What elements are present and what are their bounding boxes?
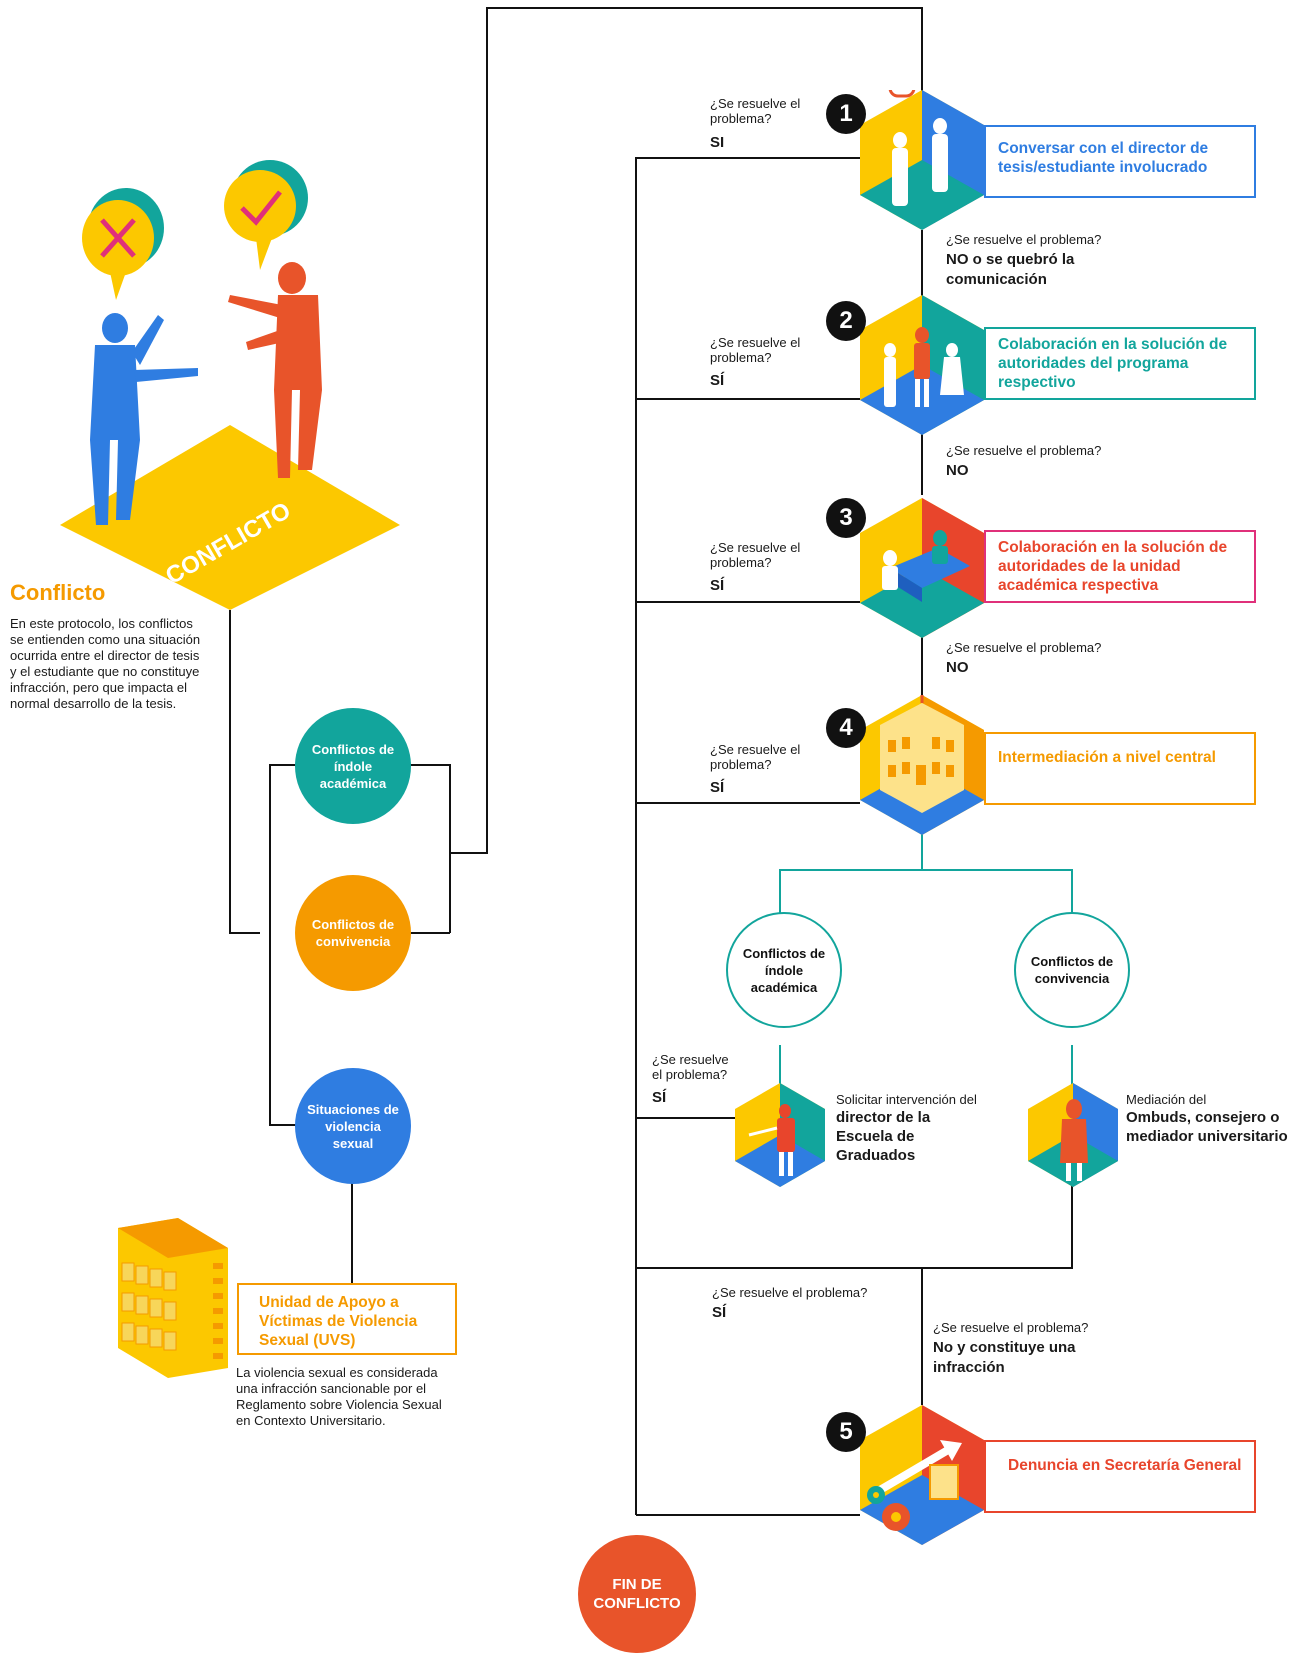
uvs-text: La violencia sexual es considerada una i… [236,1365,442,1428]
a-right-2: NO [946,462,969,479]
step2-illustration [860,295,984,435]
step3-illustration [860,498,984,638]
academica-action-bold: director de la Escuela de Graduados [836,1109,931,1164]
q-right-1: ¿Se resuelve el problema? [946,232,1102,247]
step2-box[interactable]: Colaboración en la solución de autoridad… [984,327,1256,400]
q-left-branch: ¿Se resuelve el problema? [652,1052,729,1082]
a-left-1: SI [710,134,725,151]
intro-text: En este protocolo, los conflictos se ent… [10,616,201,711]
a-right-3: NO [946,659,969,676]
step-number-5: 5 [826,1412,866,1452]
step-number-4: 4 [826,708,866,748]
intro-title: Conflicto [10,580,106,605]
step-number-3: 3 [826,498,866,538]
academica-action: Solicitar intervención del director de l… [836,1092,1006,1165]
graduate-director-illustration [735,1083,825,1187]
a-left-4: SÍ [710,779,725,796]
branch-convivencia-circle[interactable]: Conflictos de convivencia [1014,912,1130,1028]
a-left-3: SÍ [710,577,725,594]
step1-illustration [860,90,984,230]
q-left-2: ¿Se resuelve el problema? [710,335,801,365]
a-left-2: SÍ [710,372,725,389]
orange-person-icon [228,262,322,478]
q-left-3: ¿Se resuelve el problema? [710,540,801,570]
academica-action-intro: Solicitar intervención del [836,1092,977,1107]
convivencia-action: Mediación del Ombuds, consejero o mediad… [1126,1092,1298,1146]
step3-box[interactable]: Colaboración en la solución de autoridad… [984,530,1256,603]
blue-person-icon [90,313,198,525]
step5-illustration [860,1405,984,1545]
a-right-1: NO o se quebró la comunicación [946,251,1075,288]
q-right-5: ¿Se resuelve el problema? [933,1320,1089,1335]
step1-box[interactable]: Conversar con el director de tesis/estud… [984,125,1256,198]
q-right-2: ¿Se resuelve el problema? [946,443,1102,458]
q-left-1: ¿Se resuelve el problema? [710,96,801,126]
q-right-3: ¿Se resuelve el problema? [946,640,1102,655]
type-violencia-circle[interactable]: Situaciones de violencia sexual [295,1068,411,1184]
q-left-5: ¿Se resuelve el problema? [712,1285,868,1300]
q-left-4: ¿Se resuelve el problema? [710,742,801,772]
x-bubble-icon [82,188,164,300]
end-conflict-circle[interactable]: FIN DE CONFLICTO [578,1535,696,1653]
a-left-branch: SÍ [652,1089,667,1106]
a-left-5: SÍ [712,1304,727,1321]
convivencia-action-intro: Mediación del [1126,1092,1207,1107]
step4-box[interactable]: Intermediación a nivel central [984,732,1256,805]
type-convivencia-circle[interactable]: Conflictos de convivencia [295,875,411,991]
uvs-box[interactable]: Unidad de Apoyo a Víctimas de Violencia … [237,1283,457,1355]
ombuds-illustration [1028,1083,1118,1187]
archive-shelves-icon [118,1218,228,1378]
step-number-1: 1 [826,94,866,134]
step5-box[interactable]: Denuncia en Secretaría General [984,1440,1256,1513]
type-academica-circle[interactable]: Conflictos de índole académica [295,708,411,824]
check-bubble-icon [224,160,308,270]
a-right-5: No y constituye una infracción [933,1339,1076,1376]
conflict-illustration: CONFLICTO [60,160,400,610]
branch-academica-circle[interactable]: Conflictos de índole académica [726,912,842,1028]
step-number-2: 2 [826,301,866,341]
convivencia-action-bold: Ombuds, consejero o mediador universitar… [1126,1109,1288,1145]
step4-illustration [860,695,984,835]
